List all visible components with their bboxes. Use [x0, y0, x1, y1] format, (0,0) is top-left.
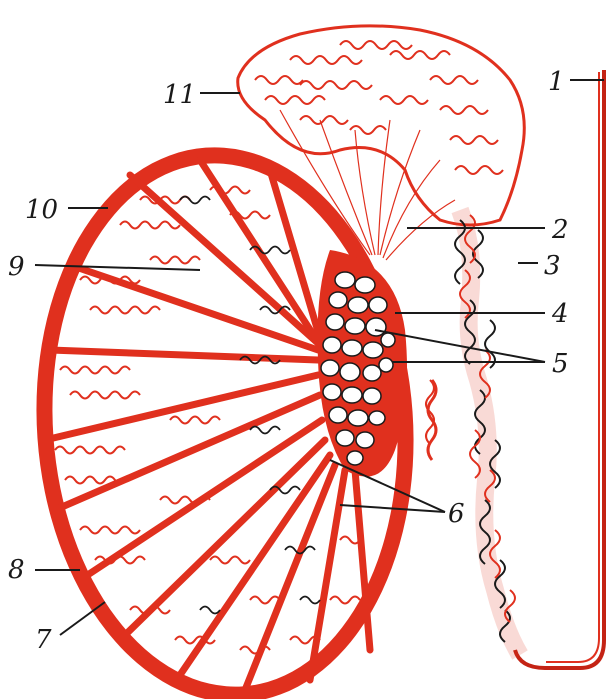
label-5: 5 — [552, 349, 569, 379]
label-8: 8 — [8, 555, 25, 585]
label-2: 2 — [551, 215, 569, 245]
label-7: 7 — [35, 625, 52, 655]
label-3: 3 — [544, 251, 561, 281]
label-9: 9 — [8, 252, 25, 282]
label-11: 11 — [163, 80, 196, 110]
label-4: 4 — [551, 299, 569, 329]
label-1: 1 — [548, 67, 565, 97]
label-6: 6 — [448, 499, 465, 529]
label-10: 10 — [25, 195, 58, 225]
